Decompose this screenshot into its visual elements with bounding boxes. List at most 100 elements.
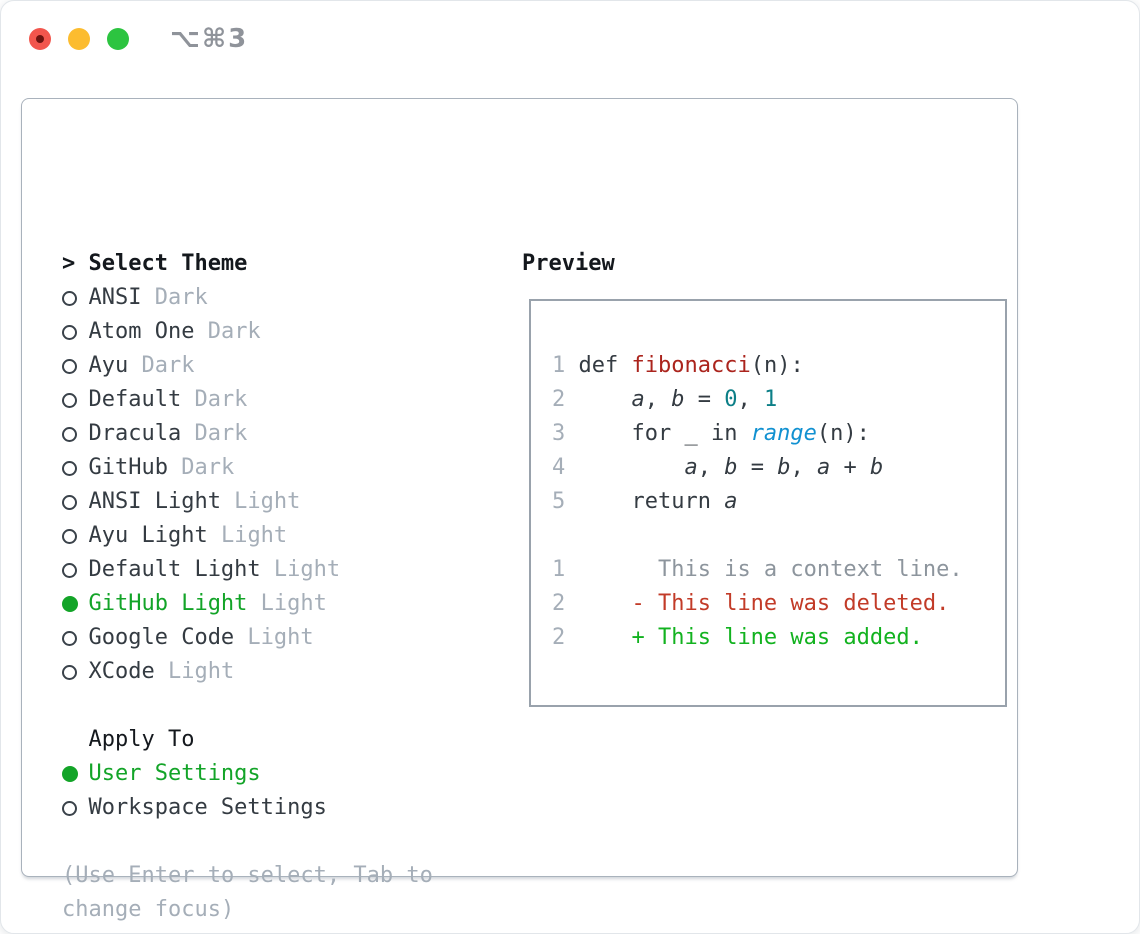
code-line: 1 def fibonacci(n): [552, 349, 1005, 383]
radio-slot [62, 324, 88, 340]
code-segment: a [724, 489, 738, 514]
select-theme-heading: Select Theme [88, 251, 248, 276]
radio-slot [62, 426, 88, 442]
close-button[interactable] [29, 27, 51, 50]
radio-icon [62, 460, 77, 476]
theme-item[interactable]: XCode Light [62, 655, 502, 689]
line-number: 4 [552, 455, 566, 480]
item-label: Workspace Settings [88, 791, 326, 825]
apply-to-option[interactable]: Workspace Settings [62, 791, 502, 825]
radio-icon [62, 528, 77, 544]
item-label: GitHub Dark [88, 451, 234, 485]
titlebar: ⌥⌘3 [1, 1, 1139, 76]
item-name: ANSI Light [88, 489, 221, 514]
item-label: ANSI Dark [88, 281, 207, 315]
theme-item[interactable]: Dracula Dark [62, 417, 502, 451]
radio-slot [62, 290, 88, 306]
radio-icon [62, 358, 77, 374]
line-number: 2 [552, 625, 566, 650]
item-name: Google Code [88, 625, 235, 650]
spacer [62, 825, 502, 859]
radio-slot [62, 562, 88, 578]
code-segment [579, 387, 632, 412]
theme-item[interactable]: Ayu Dark [62, 349, 502, 383]
code-segment: for _ in [578, 421, 751, 446]
code-segment: b [671, 387, 685, 412]
item-variant-badge: Light [234, 625, 314, 650]
code-segment: fibonacci [631, 353, 751, 378]
item-label: Dracula Dark [88, 417, 247, 451]
code-segment: return [578, 489, 725, 514]
prompt-caret-icon: > [62, 251, 76, 276]
theme-item[interactable]: Default Dark [62, 383, 502, 417]
theme-item[interactable]: ANSI Light Light [62, 485, 502, 519]
code-segment: , [737, 387, 764, 412]
theme-item[interactable]: Atom One Dark [62, 315, 502, 349]
theme-item[interactable]: ANSI Dark [62, 281, 502, 315]
item-name: GitHub [88, 455, 168, 480]
theme-item[interactable]: Default Light Light [62, 553, 502, 587]
minimize-button[interactable] [68, 27, 90, 50]
code-segment: a [816, 455, 831, 480]
apply-to-option[interactable]: User Settings [62, 757, 502, 791]
apply-to-header: Apply To [62, 723, 502, 757]
code-segment: def [578, 353, 632, 378]
code-segment: , [644, 387, 672, 412]
line-number: 5 [552, 489, 566, 514]
code-segment [579, 455, 685, 480]
item-name: Atom One [88, 319, 195, 344]
code-segment: b [869, 455, 884, 480]
code-segment: a [631, 387, 645, 412]
item-label: GitHub Light Light [88, 587, 326, 621]
item-label: Atom One Dark [88, 315, 260, 349]
item-name: Dracula [88, 421, 182, 446]
code-line: 1 This is a context line. [552, 553, 1005, 587]
item-name: User Settings [88, 761, 261, 786]
item-name: GitHub Light [88, 591, 248, 616]
item-variant-badge: Light [207, 523, 288, 548]
item-variant-badge: Dark [141, 285, 208, 310]
item-name: Default Light [88, 557, 261, 582]
item-variant-badge: Dark [167, 455, 235, 480]
zoom-button[interactable] [107, 27, 129, 50]
radio-icon [62, 630, 77, 646]
code-segment: = [684, 387, 725, 412]
theme-item[interactable]: Google Code Light [62, 621, 502, 655]
item-name: Ayu Light [88, 523, 208, 548]
item-variant-badge: Light [220, 489, 301, 514]
line-number: 1 [552, 353, 566, 378]
radio-icon [62, 494, 77, 510]
theme-item[interactable]: GitHub Dark [62, 451, 502, 485]
item-label: User Settings [88, 757, 260, 791]
radio-slot [62, 664, 88, 680]
item-name: XCode [88, 659, 155, 684]
hint-line-1: (Use Enter to select, Tab to [62, 863, 433, 888]
code-segment: + This line was added. [578, 625, 923, 650]
item-variant-badge: Dark [194, 319, 261, 344]
code-line: 2 - This line was deleted. [552, 587, 1005, 621]
spacer [62, 689, 502, 723]
radio-slot [62, 460, 88, 476]
code-line [552, 519, 1005, 553]
code-line: 2 + This line was added. [552, 621, 1005, 655]
theme-item[interactable]: Ayu Light Light [62, 519, 502, 553]
item-label: Ayu Light Light [88, 519, 287, 553]
radio-slot [62, 494, 88, 510]
item-label: Default Light Light [88, 553, 340, 587]
radio-icon [62, 392, 77, 408]
traffic-lights [29, 27, 129, 50]
theme-item[interactable]: GitHub Light Light [62, 587, 502, 621]
line-number: 3 [552, 421, 566, 446]
item-variant-badge: Light [154, 659, 235, 684]
radio-slot [62, 630, 88, 646]
radio-slot [62, 596, 88, 612]
window-title: ⌥⌘3 [170, 23, 249, 54]
radio-icon [62, 324, 77, 340]
hint-line-2: change focus) [62, 897, 235, 922]
